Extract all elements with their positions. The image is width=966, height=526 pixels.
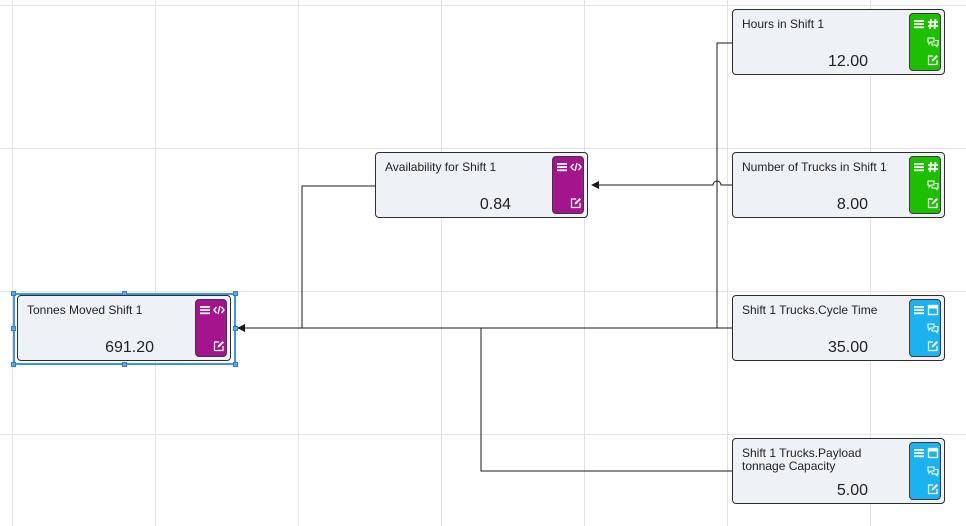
resize-handle-right[interactable]: [233, 326, 238, 331]
node-tonnes-moved-shift-1[interactable]: Tonnes Moved Shift 1 691.20: [17, 295, 231, 361]
node-action-panel: [195, 299, 227, 357]
edit-icon[interactable]: [927, 483, 939, 495]
node-value: 0.84: [479, 196, 511, 213]
node-action-panel: [909, 13, 941, 71]
node-shift-1-trucks-payload-tonnage-capacity[interactable]: Shift 1 Trucks.Payload tonnage Capacity …: [732, 438, 945, 504]
node-title: Number of Trucks in Shift 1: [742, 160, 887, 174]
resize-handle-top-right[interactable]: [233, 291, 238, 296]
edit-icon[interactable]: [927, 54, 939, 66]
node-action-panel: [552, 156, 584, 214]
menu-icon[interactable]: [199, 304, 211, 316]
node-action-panel: [909, 442, 941, 500]
comments-icon[interactable]: [927, 322, 939, 334]
node-title: Shift 1 Trucks.Cycle Time: [742, 303, 878, 317]
edit-icon[interactable]: [927, 340, 939, 352]
node-title: Hours in Shift 1: [742, 17, 825, 31]
node-hours-in-shift-1[interactable]: Hours in Shift 1 12.00: [732, 9, 945, 75]
node-title: Shift 1 Trucks.Payload tonnage Capacity: [742, 446, 862, 473]
node-value: 8.00: [836, 196, 868, 213]
node-action-panel: [909, 299, 941, 357]
comments-icon[interactable]: [927, 179, 939, 191]
node-action-panel: [909, 156, 941, 214]
wire-availability-to-tonnes: [301, 185, 375, 328]
resize-handle-top-left[interactable]: [11, 291, 16, 296]
hash-icon[interactable]: [927, 161, 939, 173]
resize-handle-bottom-left[interactable]: [11, 362, 16, 367]
code-icon[interactable]: [213, 304, 225, 316]
node-value: 35.00: [827, 339, 868, 356]
edit-icon[interactable]: [570, 197, 582, 209]
menu-icon[interactable]: [913, 447, 925, 459]
wire-hours-to-tonnes: [716, 42, 732, 328]
resize-handle-bottom[interactable]: [122, 362, 127, 367]
wire-trucks-to-availability: [591, 180, 732, 189]
node-title: Availability for Shift 1: [385, 160, 497, 174]
selection-outline: [11, 291, 238, 367]
edit-icon[interactable]: [213, 340, 225, 352]
menu-icon[interactable]: [913, 161, 925, 173]
node-value: 691.20: [105, 339, 154, 356]
resize-handle-left[interactable]: [11, 326, 16, 331]
node-shift-1-trucks-cycle-time[interactable]: Shift 1 Trucks.Cycle Time 35.00: [732, 295, 945, 361]
menu-icon[interactable]: [913, 304, 925, 316]
menu-icon[interactable]: [556, 161, 568, 173]
comments-icon[interactable]: [927, 36, 939, 48]
table-icon[interactable]: [927, 304, 939, 316]
node-value: 12.00: [827, 53, 868, 70]
table-icon[interactable]: [927, 447, 939, 459]
resize-handle-bottom-right[interactable]: [233, 362, 238, 367]
node-availability-for-shift-1[interactable]: Availability for Shift 1 0.84: [375, 152, 588, 218]
node-number-of-trucks-in-shift-1[interactable]: Number of Trucks in Shift 1 8.00: [732, 152, 945, 218]
wire-payload-to-tonnes: [480, 328, 732, 472]
node-value: 5.00: [836, 482, 868, 499]
code-icon[interactable]: [570, 161, 582, 173]
comments-icon[interactable]: [927, 465, 939, 477]
menu-icon[interactable]: [913, 18, 925, 30]
hash-icon[interactable]: [927, 18, 939, 30]
edit-icon[interactable]: [927, 197, 939, 209]
node-title: Tonnes Moved Shift 1: [27, 303, 143, 317]
